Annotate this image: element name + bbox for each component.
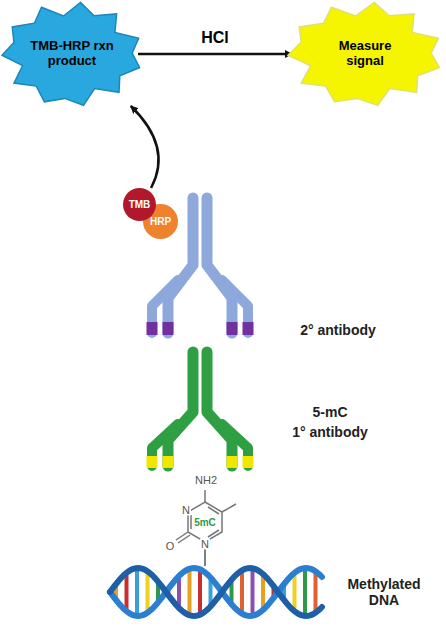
base-pair [198, 569, 202, 614]
node-text: Measure signal [326, 39, 404, 69]
base-pair [188, 569, 192, 615]
base-pair [135, 568, 139, 616]
dna-label: Methylated DNA [336, 576, 432, 608]
antibody-label: 5-mC [312, 404, 347, 420]
molecule-label: 5mC [194, 517, 216, 528]
cytosine-structure [176, 490, 236, 566]
primary-antibody [152, 352, 248, 468]
base-pair [293, 573, 297, 611]
base-pair [303, 568, 307, 616]
starburst-node: TMB-HRP rxn product [2, 2, 142, 106]
arrow-connector [138, 53, 292, 56]
node-text: TMB-HRP rxn product [26, 39, 118, 69]
base-pair [314, 571, 318, 612]
starburst-node: Measure signal [288, 2, 442, 106]
base-pair [240, 570, 244, 613]
arrow-connector [131, 106, 159, 188]
dna-helix [110, 568, 322, 616]
atom-label: O [165, 541, 176, 552]
dna-strand [110, 568, 322, 616]
node-text: TMB [125, 199, 155, 211]
antibody-label: 2° antibody [283, 322, 393, 338]
base-pair [251, 568, 255, 616]
atom-label: N [181, 505, 191, 516]
dna-strand [110, 568, 322, 616]
atom-label: N [200, 539, 210, 550]
base-pair [125, 573, 129, 611]
base-pair [146, 571, 150, 612]
reagent-label: HCl [201, 29, 229, 47]
enzyme-substrate-circle: TMB [123, 188, 156, 221]
antibody-label: 1° antibody [275, 424, 385, 440]
atom-label: NH2 [194, 475, 218, 486]
